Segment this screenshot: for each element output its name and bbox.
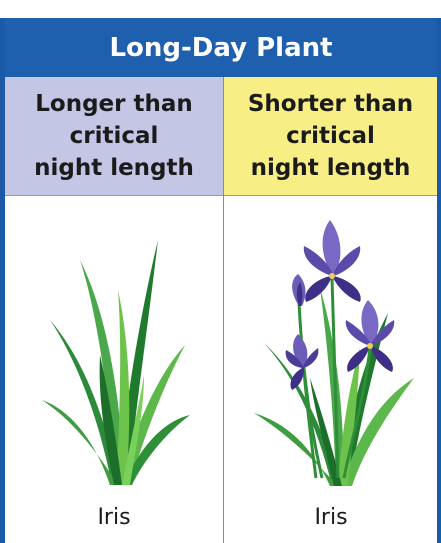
frame-border-right [437,18,441,543]
diagram-title: Long-Day Plant [5,18,437,77]
iris-leaves-icon [40,235,190,490]
plant-label-right: Iris [281,505,381,530]
iris-flower-low [286,334,319,390]
iris-flowering-icon [252,218,417,490]
plant-label-left: Iris [64,505,164,530]
column-divider [223,77,224,543]
header-shorter-night: Shorter than critical night length [224,77,437,196]
header-longer-night: Longer than critical night length [5,77,223,196]
leaf-cluster-left [42,240,190,485]
iris-bud-left [292,274,305,306]
